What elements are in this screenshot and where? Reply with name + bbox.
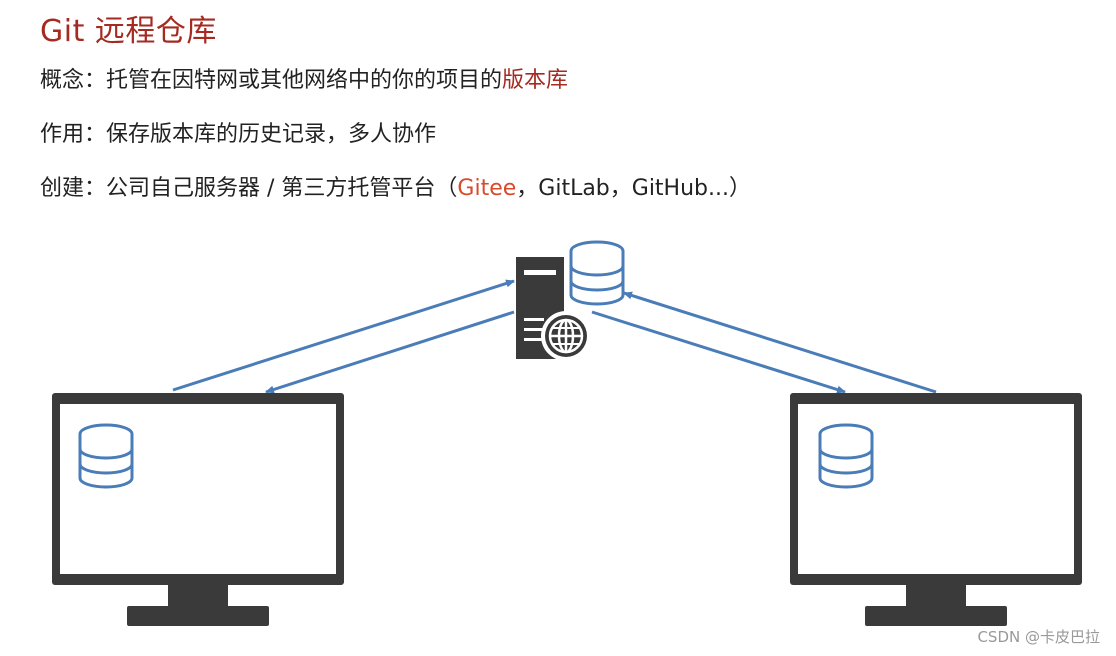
purpose-line: 作用：保存版本库的历史记录，多人协作 bbox=[40, 116, 436, 148]
arrow-right-push bbox=[623, 291, 937, 394]
server-database-icon bbox=[569, 240, 625, 306]
page-title: Git 远程仓库 bbox=[40, 14, 217, 49]
arrow-left-pull bbox=[265, 310, 515, 394]
arrow-left-push bbox=[172, 279, 515, 392]
sync-arrows bbox=[172, 279, 937, 394]
gitee-text: Gitee bbox=[457, 176, 517, 201]
left-database-icon bbox=[78, 423, 134, 489]
right-database-icon bbox=[818, 423, 874, 489]
create-rest-text: ，GitLab，GitHub...） bbox=[516, 176, 751, 201]
create-line: 创建：公司自己服务器 / 第三方托管平台（Gitee，GitLab，GitHub… bbox=[40, 170, 751, 202]
watermark: CSDN @卡皮巴拉 bbox=[977, 628, 1100, 646]
purpose-label: 作用： bbox=[40, 122, 107, 147]
concept-highlight: 版本库 bbox=[502, 68, 569, 93]
concept-text: 托管在因特网或其他网络中的你的项目的 bbox=[106, 68, 503, 93]
arrow-right-pull bbox=[591, 310, 846, 394]
concept-label: 概念： bbox=[40, 68, 107, 93]
create-text: 公司自己服务器 / 第三方托管平台（ bbox=[106, 176, 458, 201]
create-label: 创建： bbox=[40, 176, 107, 201]
left-monitor-icon bbox=[52, 393, 344, 626]
concept-line: 概念：托管在因特网或其他网络中的你的项目的版本库 bbox=[40, 62, 568, 94]
purpose-text: 保存版本库的历史记录，多人协作 bbox=[106, 122, 437, 147]
globe-icon bbox=[541, 311, 591, 361]
